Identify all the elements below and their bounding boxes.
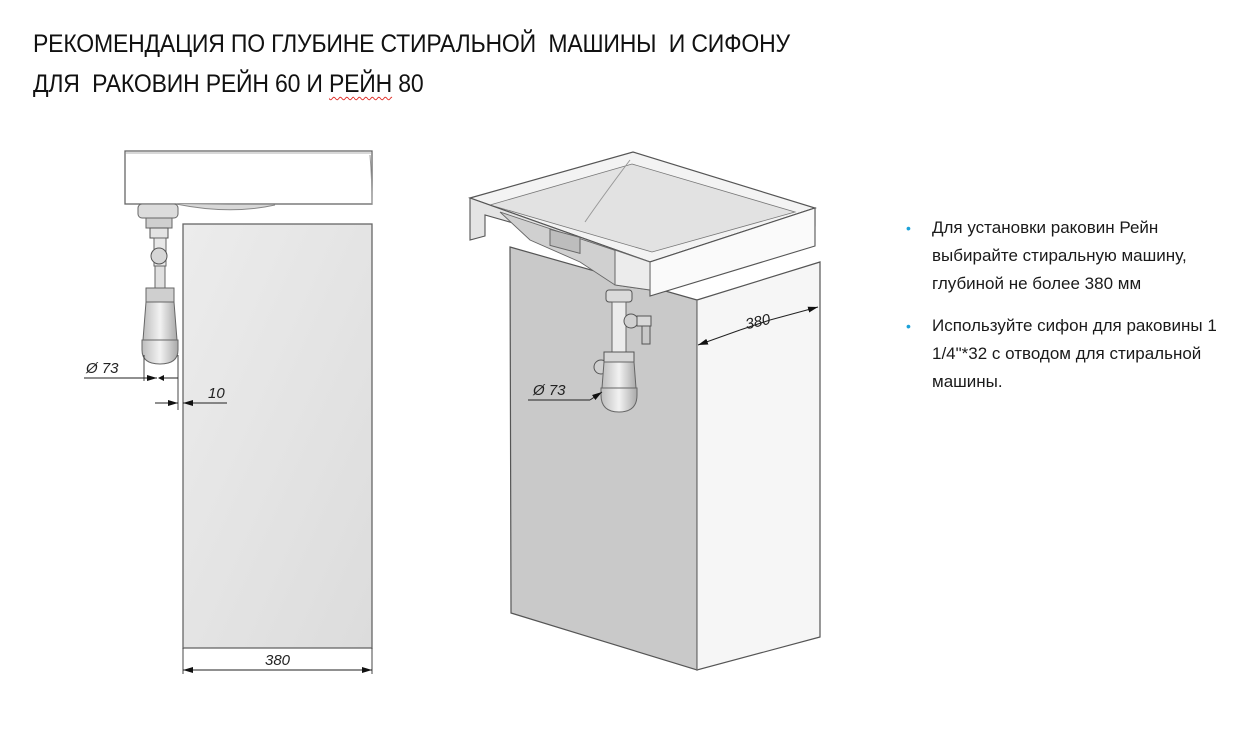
svg-text:Ø 73: Ø 73 bbox=[85, 360, 119, 377]
side-view-drawing: Ø 73 10 380 bbox=[84, 150, 373, 674]
dimension-cabinet-depth-right: 380 bbox=[697, 306, 819, 346]
note-item-siphon: • Используйте сифон для раковины 1 1/4"*… bbox=[906, 312, 1226, 396]
dimension-siphon-diameter-left: Ø 73 bbox=[84, 355, 179, 410]
title-line-2: ДЛЯ РАКОВИН РЕЙН 60 И РЕЙН 80 bbox=[33, 70, 424, 98]
note-text: Для установки раковин Рейн выбирайте сти… bbox=[932, 218, 1187, 293]
recommendation-notes: • Для установки раковин Рейн выбирайте с… bbox=[906, 214, 1226, 410]
svg-text:10: 10 bbox=[208, 385, 225, 402]
note-item-machine-depth: • Для установки раковин Рейн выбирайте с… bbox=[906, 214, 1226, 298]
svg-text:380: 380 bbox=[265, 652, 291, 669]
cabinet-side bbox=[182, 223, 373, 649]
dimension-gap-10: 10 bbox=[155, 385, 227, 406]
dimension-cabinet-depth-left: 380 bbox=[182, 648, 373, 674]
isometric-view-drawing: Ø 73 380 bbox=[468, 151, 821, 671]
title-line-1: РЕКОМЕНДАЦИЯ ПО ГЛУБИНЕ СТИРАЛЬНОЙ МАШИН… bbox=[33, 30, 790, 58]
siphon-side bbox=[137, 203, 179, 365]
spellcheck-underlined-word: РЕЙН bbox=[328, 70, 393, 98]
dimension-siphon-diameter-right: Ø 73 bbox=[528, 382, 603, 401]
sink-isometric bbox=[468, 151, 817, 297]
sink-side-profile bbox=[124, 150, 373, 205]
note-text: Используйте сифон для раковины 1 1/4"*32… bbox=[932, 316, 1217, 391]
bullet-icon: • bbox=[906, 220, 911, 236]
svg-text:380: 380 bbox=[744, 311, 773, 333]
svg-text:Ø 73: Ø 73 bbox=[532, 382, 566, 399]
bullet-icon: • bbox=[906, 318, 911, 334]
cabinet-left-face bbox=[509, 246, 698, 671]
page-title: РЕКОМЕНДАЦИЯ ПО ГЛУБИНЕ СТИРАЛЬНОЙ МАШИН… bbox=[33, 24, 790, 104]
siphon-isometric bbox=[593, 289, 652, 413]
